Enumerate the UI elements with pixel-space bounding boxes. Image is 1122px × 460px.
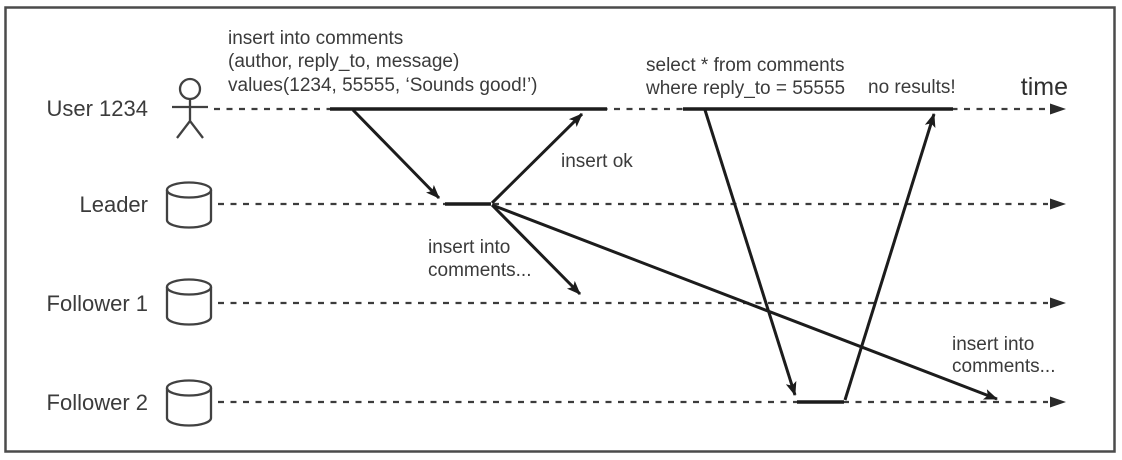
lane-follower-1: Follower 1 <box>47 278 1066 326</box>
replicate-follower1-text: insert into comments... <box>428 237 531 281</box>
actor-label-follower1: Follower 1 <box>47 291 148 316</box>
lane-user-1234: User 1234 <box>46 77 1066 139</box>
actor-label-leader: Leader <box>79 192 148 217</box>
no-results-label: no results! <box>868 77 956 98</box>
insert-query-line3: values(1234, 55555, ‘Sounds good!’) <box>228 75 538 96</box>
insert-query-line1: insert into comments <box>228 28 403 49</box>
replicate-follower2-text: insert into comments... <box>952 334 1055 377</box>
person-icon <box>172 77 208 139</box>
arrow-no-results-response <box>843 113 936 401</box>
arrow-select-request <box>703 109 797 396</box>
replicate-follower1-line2: comments... <box>428 260 531 281</box>
select-query-text: select * from comments where reply_to = … <box>645 55 845 99</box>
actor-label-user: User 1234 <box>46 96 148 121</box>
replicate-follower1-line1: insert into <box>428 237 510 258</box>
actor-label-follower2: Follower 2 <box>47 390 148 415</box>
diagram-border <box>4 6 1116 453</box>
arrow-insert-request <box>351 108 441 200</box>
database-icon <box>165 379 213 427</box>
arrow-replicate-to-follower1 <box>490 203 582 296</box>
time-axis-label: time <box>1021 73 1068 101</box>
insert-query-text: insert into comments (author, reply_to, … <box>228 28 538 96</box>
insert-query-line2: (author, reply_to, message) <box>228 51 459 72</box>
message-arrows <box>351 108 998 401</box>
timeline-arrowhead-follower1 <box>1050 297 1066 309</box>
lane-leader: Leader <box>79 181 1066 229</box>
timeline-arrowhead-leader <box>1050 198 1066 210</box>
select-query-line1: select * from comments <box>646 55 845 76</box>
arrow-replicate-to-follower2 <box>491 203 998 401</box>
select-query-line2: where reply_to = 55555 <box>645 78 845 99</box>
insert-ok-label: insert ok <box>561 151 633 172</box>
annotations: insert into comments (author, reply_to, … <box>228 28 1068 377</box>
lane-follower-2: Follower 2 <box>47 379 1066 427</box>
timeline-arrowhead-user <box>1050 103 1066 115</box>
database-icon <box>165 181 213 229</box>
arrow-insert-ok-response <box>490 112 584 205</box>
database-icon <box>165 278 213 326</box>
replicate-follower2-line2: comments... <box>952 356 1055 377</box>
timeline-arrowhead-follower2 <box>1050 396 1066 408</box>
replicate-follower2-line1: insert into <box>952 334 1034 355</box>
